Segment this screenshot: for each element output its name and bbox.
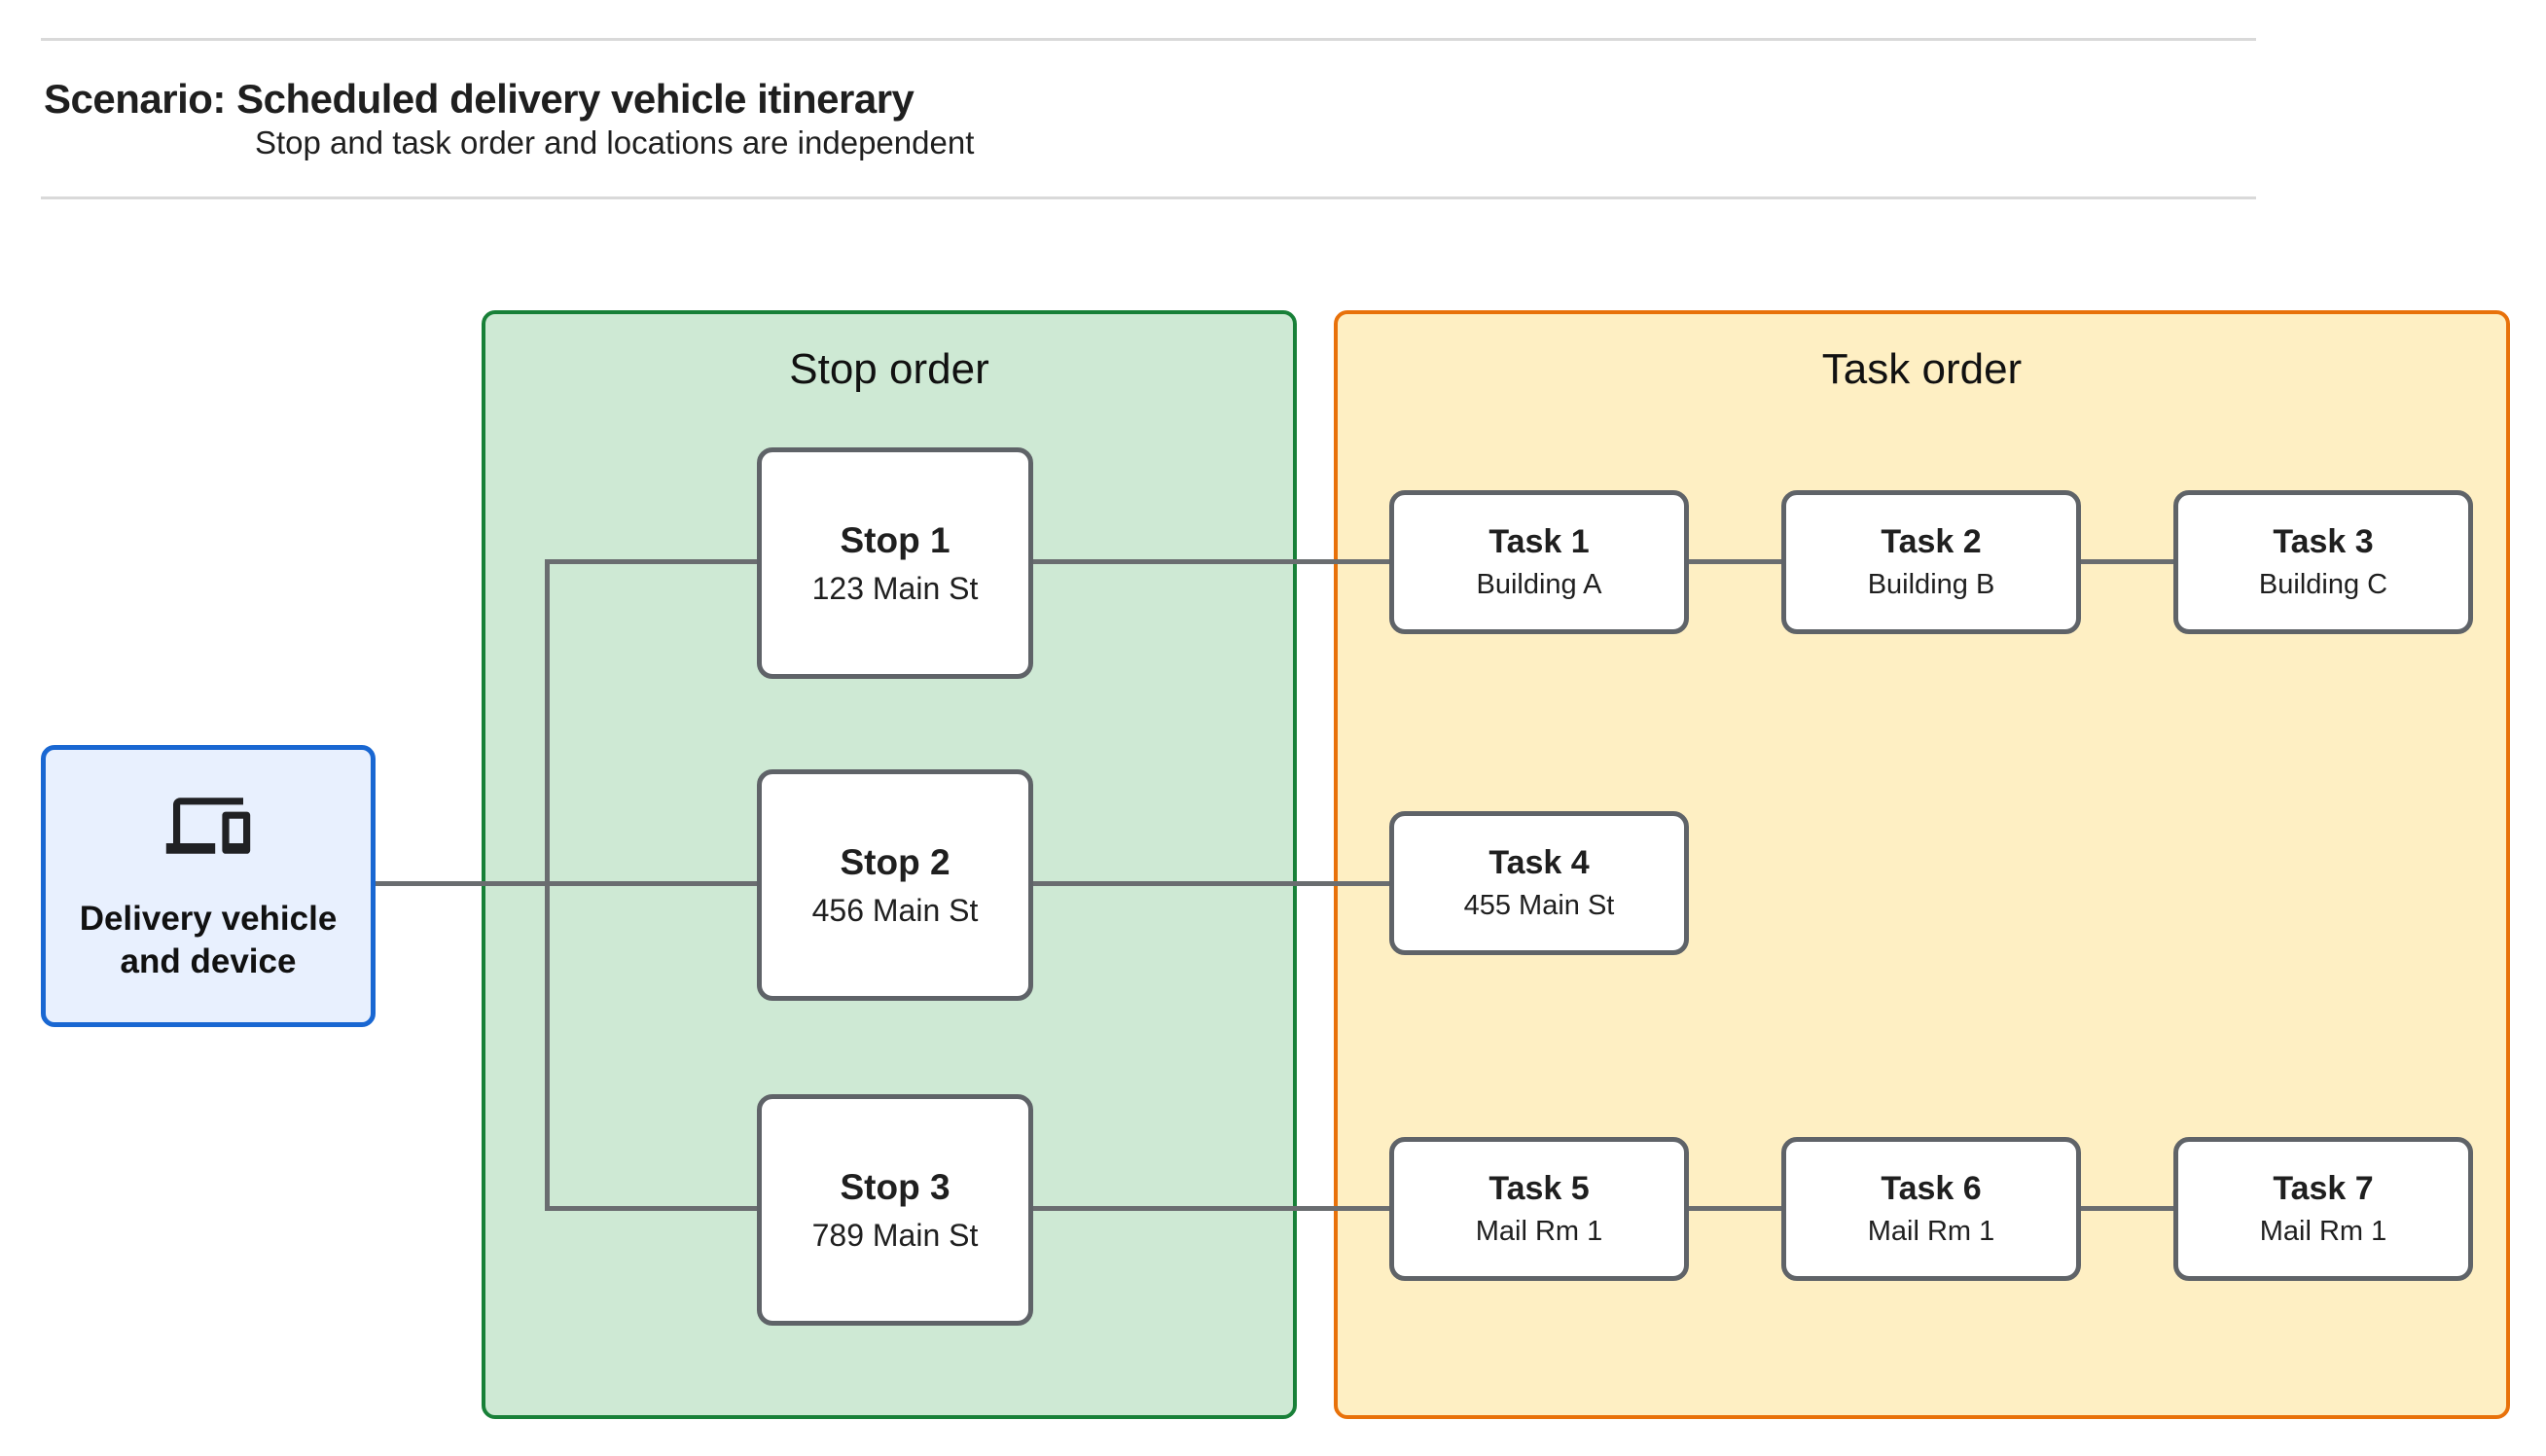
task-1-location: Building A — [1476, 569, 1602, 600]
edge-trunk-to-stop3 — [545, 1206, 757, 1211]
stop-1-address: 123 Main St — [811, 570, 979, 606]
stop-order-panel-title: Stop order — [789, 345, 989, 393]
task-5-location: Mail Rm 1 — [1475, 1216, 1603, 1247]
task-1-node: Task 1 Building A — [1389, 490, 1689, 634]
stop-2-address: 456 Main St — [811, 892, 979, 928]
task-4-title: Task 4 — [1488, 844, 1590, 881]
edge-task2-to-task3 — [2081, 559, 2173, 564]
task-3-node: Task 3 Building C — [2173, 490, 2473, 634]
stop-2-title: Stop 2 — [840, 841, 950, 882]
header-bottom-rule — [41, 196, 2256, 199]
task-5-node: Task 5 Mail Rm 1 — [1389, 1137, 1689, 1281]
edge-trunk-to-stop1 — [545, 559, 757, 564]
task-7-node: Task 7 Mail Rm 1 — [2173, 1137, 2473, 1281]
stop-1-node: Stop 1 123 Main St — [757, 447, 1033, 679]
edge-delivery-to-stop2 — [376, 881, 757, 886]
edge-task5-to-task6 — [1689, 1206, 1781, 1211]
task-6-location: Mail Rm 1 — [1867, 1216, 1995, 1247]
task-order-panel-title: Task order — [1821, 345, 2023, 393]
task-3-location: Building C — [2258, 569, 2388, 600]
delivery-label-line1: Delivery vehicle — [79, 900, 338, 938]
task-6-node: Task 6 Mail Rm 1 — [1781, 1137, 2081, 1281]
delivery-label-line2: and device — [120, 941, 297, 980]
task-2-title: Task 2 — [1881, 523, 1982, 560]
edge-task6-to-task7 — [2081, 1206, 2173, 1211]
stop-2-node: Stop 2 456 Main St — [757, 769, 1033, 1001]
edge-stop3-to-task5 — [1033, 1206, 1389, 1211]
devices-icon — [165, 798, 251, 854]
stop-3-node: Stop 3 789 Main St — [757, 1094, 1033, 1326]
task-5-title: Task 5 — [1488, 1170, 1590, 1207]
task-4-location: 455 Main St — [1463, 890, 1615, 921]
task-2-location: Building B — [1867, 569, 1995, 600]
task-7-title: Task 7 — [2273, 1170, 2374, 1207]
task-6-title: Task 6 — [1881, 1170, 1982, 1207]
edge-task1-to-task2 — [1689, 559, 1781, 564]
header-top-rule — [41, 38, 2256, 41]
stop-1-title: Stop 1 — [840, 519, 950, 560]
delivery-vehicle-node: Delivery vehicle and device — [41, 745, 376, 1027]
task-7-location: Mail Rm 1 — [2259, 1216, 2387, 1247]
task-2-node: Task 2 Building B — [1781, 490, 2081, 634]
edge-stop1-to-task1 — [1033, 559, 1389, 564]
stop-3-title: Stop 3 — [840, 1166, 950, 1207]
page-subtitle: Stop and task order and locations are in… — [255, 124, 975, 160]
page-title: Scenario: Scheduled delivery vehicle iti… — [44, 76, 914, 122]
task-4-node: Task 4 455 Main St — [1389, 811, 1689, 955]
task-3-title: Task 3 — [2273, 523, 2374, 560]
task-1-title: Task 1 — [1488, 523, 1590, 560]
stop-3-address: 789 Main St — [811, 1217, 979, 1253]
delivery-vehicle-label: Delivery vehicle and device — [80, 898, 338, 983]
edge-stop2-to-task4 — [1033, 881, 1389, 886]
